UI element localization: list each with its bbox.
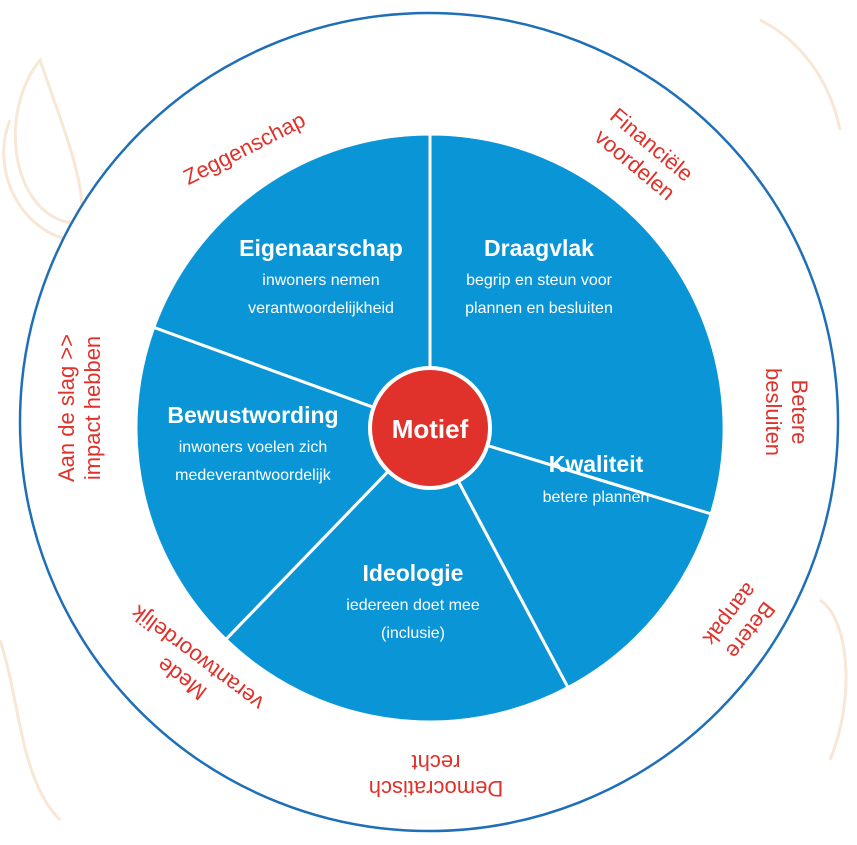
- segment-sub1-kwaliteit: betere plannen: [543, 489, 650, 506]
- center-label: Motief: [392, 414, 469, 444]
- segment-title-kwaliteit: Kwaliteit: [549, 451, 644, 477]
- segment-sub2-bewustwording: medeverantwoordelijk: [175, 467, 332, 484]
- outer-label-aan-de-slag-line2: impact hebben: [80, 336, 105, 480]
- segment-sub2-draagvlak: plannen en besluiten: [465, 300, 613, 317]
- outer-label-aan-de-slag-line1: Aan de slag >>: [54, 334, 79, 482]
- segment-sub1-bewustwording: inwoners voelen zich: [179, 439, 328, 456]
- segment-title-draagvlak: Draagvlak: [484, 235, 594, 261]
- outer-label-besluiten-line2: besluiten: [761, 368, 786, 456]
- segment-sub2-ideologie: (inclusie): [381, 625, 445, 642]
- segment-sub1-ideologie: iedereen doet mee: [346, 597, 480, 614]
- segment-title-bewustwording: Bewustwording: [167, 402, 338, 428]
- segment-kwaliteit: [426, 425, 714, 690]
- swirl-top-right: [759, 18, 842, 131]
- outer-label-betere-besluiten: Betere besluiten: [761, 368, 812, 456]
- outer-label-aan-de-slag: Aan de slag >> impact hebben: [54, 334, 105, 482]
- outer-label-democratisch-recht: Democratisch recht: [369, 750, 503, 801]
- segment-text-kwaliteit: Kwaliteit betere plannen: [543, 451, 650, 506]
- outer-label-democratisch-line1: Democratisch: [369, 776, 503, 801]
- background-swirls: [0, 18, 848, 822]
- center-circle: [368, 366, 492, 490]
- swirl-left: [13, 56, 84, 224]
- swirl-bottom-left: [0, 639, 62, 822]
- segment-text-draagvlak: Draagvlak begrip en steun voor plannen e…: [465, 235, 613, 317]
- segment-text-ideologie: Ideologie iedereen doet mee (inclusie): [346, 560, 480, 642]
- segment-sub1-draagvlak: begrip en steun voor: [466, 272, 613, 289]
- segment-text-bewustwording: Bewustwording inwoners voelen zich medev…: [167, 402, 338, 484]
- segment-group: [134, 132, 726, 724]
- segment-sub1-eigenaarschap: inwoners nemen: [262, 272, 379, 289]
- segment-sub2-eigenaarschap: verantwoordelijkheid: [248, 300, 394, 317]
- outer-label-besluiten-line1: Betere: [787, 380, 812, 445]
- segment-draagvlak: [428, 132, 726, 516]
- segment-title-eigenaarschap: Eigenaarschap: [239, 235, 403, 261]
- segment-title-ideologie: Ideologie: [363, 560, 464, 586]
- segment-bewustwording: [134, 325, 433, 642]
- swirl-left-2: [2, 119, 71, 242]
- segment-ideologie: [223, 425, 571, 724]
- swirl-bottom-right: [819, 598, 848, 761]
- segment-eigenaarschap: [151, 132, 432, 431]
- segment-text-eigenaarschap: Eigenaarschap inwoners nemen verantwoord…: [239, 235, 403, 317]
- outer-label-democratisch-line2: recht: [412, 750, 461, 775]
